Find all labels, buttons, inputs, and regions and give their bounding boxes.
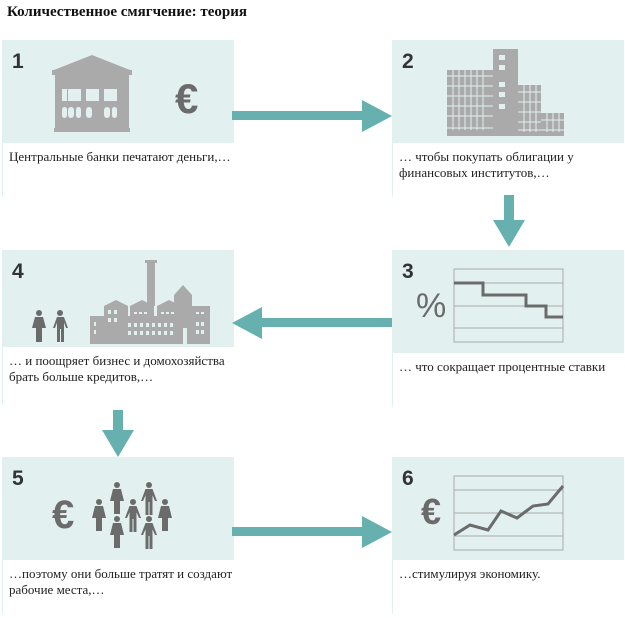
declining-rate-chart-icon	[453, 268, 564, 343]
step-number: 6	[402, 467, 414, 490]
step-caption: Центральные банки печатают деньги,…	[2, 143, 241, 197]
step-number: 1	[12, 50, 24, 73]
euro-icon: €	[175, 75, 199, 122]
arrow-left-3-to-4	[232, 307, 392, 339]
step-card-1: 1 € Центральные банки печатают деньги,…	[2, 40, 234, 197]
step-caption: …поэтому они больше тратят и создают раб…	[2, 560, 241, 614]
step-number: 3	[402, 260, 414, 283]
arrow-right-5-to-6	[232, 516, 392, 548]
step-panel: 4	[2, 250, 234, 347]
step-card-3: 3 % … что сокращает процентные ставки	[392, 250, 624, 407]
step-caption: … что сокращает процентные ставки	[392, 353, 625, 407]
euro-icon: €	[421, 491, 442, 532]
step-caption: …стимулируя экономику.	[392, 560, 625, 614]
step-card-4: 4	[2, 250, 234, 405]
step-panel: 3 %	[392, 250, 624, 353]
step-card-2: 2 … чтобы покупать облигации у фина	[392, 40, 624, 197]
step-panel: 5 €	[2, 457, 234, 560]
step-number: 5	[12, 467, 24, 490]
step-caption: … и поощряет бизнес и домохозяйства брат…	[2, 347, 241, 405]
step-panel: 6 €	[392, 457, 624, 560]
step-card-6: 6 € …стимулируя экономику.	[392, 457, 624, 614]
step-number: 2	[402, 50, 414, 73]
percent-icon: %	[416, 287, 447, 325]
crowd-of-people-icon	[92, 482, 172, 549]
rising-economy-chart-icon	[453, 475, 565, 551]
central-bank-icon	[52, 55, 132, 132]
arrow-right-1-to-2	[232, 100, 392, 132]
page-title: Количественное смягчение: теория	[7, 4, 247, 20]
arrow-down-4-to-5	[102, 410, 134, 457]
step-card-5: 5 € …поэтому они	[2, 457, 234, 614]
step-number: 4	[12, 260, 24, 283]
people-factory-icon	[32, 260, 210, 344]
euro-icon: €	[52, 493, 75, 537]
office-buildings-icon	[447, 49, 564, 136]
step-panel: 2	[392, 40, 624, 143]
step-panel: 1 €	[2, 40, 234, 143]
step-caption: … чтобы покупать облигации у финансовых …	[392, 143, 625, 197]
arrow-down-2-to-3	[493, 195, 525, 247]
